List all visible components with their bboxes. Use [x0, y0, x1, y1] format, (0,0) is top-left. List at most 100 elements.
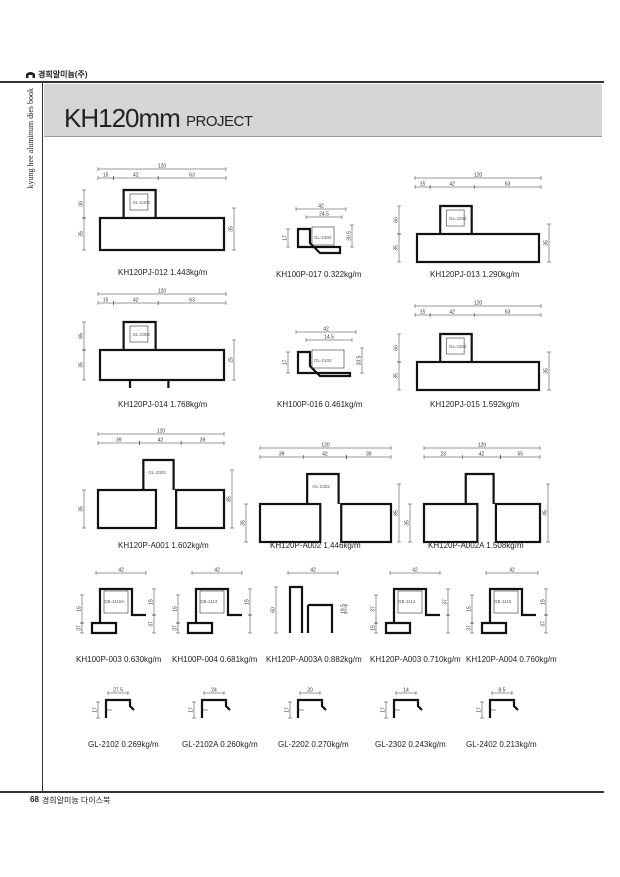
profile-glazing-leg — [439, 204, 473, 234]
brand-logo-icon — [26, 72, 35, 78]
gasket-outline — [199, 590, 225, 614]
gasket-caption: GL-2102 — [314, 358, 332, 363]
profile-label: KH100P-004 0.681kg/m — [172, 655, 258, 664]
profile-label: KH100P-003 0.630kg/m — [76, 655, 162, 664]
profile-frame-body — [98, 348, 226, 382]
dim-right-label: 85 — [394, 510, 400, 516]
sidebar-rule — [42, 83, 43, 791]
gasket-side-dim-label: 17 — [93, 707, 99, 713]
dim-left-top-label: 15 — [467, 606, 473, 612]
dim-width-label: 42 — [318, 204, 324, 210]
dim-right-top-label: 37 — [443, 599, 449, 605]
sash-section — [384, 587, 440, 635]
dim-right-top-label: 15 — [245, 599, 251, 605]
dim-left-top-label: 60 — [394, 345, 400, 351]
gasket-section — [392, 698, 423, 718]
dim-left-mid-label: 35 — [79, 231, 85, 237]
gasket-caption: GL-2402 — [133, 200, 151, 205]
sash-section — [186, 587, 242, 635]
dim-right-bottom-label: 37 — [149, 621, 155, 627]
dim-left-top-label: 85 — [79, 333, 85, 339]
profile-label: KH120PJ-012 1.443kg/m — [118, 268, 208, 277]
gasket-caption: GL-2302 — [148, 470, 166, 475]
gasket-side-dim-label: 17 — [189, 707, 195, 713]
gasket-outline — [103, 590, 129, 614]
dim-overall-label: 120 — [157, 429, 166, 435]
gasket-drawing: 27.5 17 — [93, 688, 135, 719]
profile-label: KH120P-A004 0.760kg/m — [466, 655, 557, 664]
brand-header: 경희알미늄(주) — [26, 69, 88, 80]
door-left-chamber — [422, 502, 479, 544]
gasket-caption: GB-1114 — [398, 599, 416, 604]
dim-left-bottom-label: 37 — [173, 625, 179, 631]
spine-text: kyung hee aluminum dies book — [26, 88, 35, 189]
dim-overall-label: 120 — [474, 301, 483, 307]
dim-c-label: 63 — [189, 173, 195, 179]
gasket-label: GL-2102A 0.260kg/m — [182, 740, 258, 749]
gasket-label: GL-2402 0.213kg/m — [466, 740, 537, 749]
page-number: 68 — [30, 795, 39, 804]
dim-c-label: 63 — [505, 182, 511, 188]
profile-section — [296, 350, 352, 378]
profile-label: KH120P-A002 1.446kg/m — [270, 541, 361, 550]
profile-bottom-leg — [128, 380, 170, 388]
profile-label: KH120PJ-014 1.768kg/m — [118, 400, 208, 409]
dim-right-label: 25 — [229, 357, 235, 363]
gasket-section — [200, 698, 231, 718]
dim-left-mid-label: 35 — [394, 373, 400, 379]
dim-b-label: 42 — [449, 310, 455, 316]
dim-right-bottom-label: 37 — [541, 621, 547, 627]
gasket-top-dim-label: 27.5 — [113, 688, 123, 694]
dim-b-label: 42 — [479, 452, 485, 458]
dim-left-top-label: 15 — [173, 606, 179, 612]
dim-b-label: 42 — [133, 173, 139, 179]
dim-width-label: 42 — [310, 568, 316, 574]
dim-left-label: 17 — [283, 360, 289, 366]
gasket-top-dim-label: 8.5 — [499, 688, 506, 694]
dim-right-label: 35 — [544, 240, 550, 246]
gasket-caption: GB-1113 — [200, 599, 218, 604]
gasket-side-dim-label: 17 — [285, 707, 291, 713]
dim-left-mid-label: 35 — [394, 245, 400, 251]
gasket-caption: GL-2402 — [449, 344, 467, 349]
dim-overall-label: 120 — [478, 443, 487, 449]
dim-b-label: 42 — [322, 452, 328, 458]
dim-overall-label: 120 — [321, 443, 330, 449]
profile-label: KH100P-017 0.322kg/m — [276, 270, 362, 279]
dim-b-label: 42 — [133, 298, 139, 304]
door-right-chamber — [175, 488, 226, 530]
dim-width-label: 42 — [412, 568, 418, 574]
gasket-section — [104, 698, 135, 718]
dim-left-label: 35 — [79, 506, 85, 512]
profile-frame-body — [98, 216, 226, 252]
dim-a-label: 15 — [103, 173, 109, 179]
dim-left-label: 35 — [241, 520, 247, 526]
brand-name: 경희알미늄(주) — [38, 70, 88, 79]
page-title: KH120mm — [64, 103, 181, 133]
gasket-outline — [493, 590, 519, 614]
top-rule — [0, 81, 604, 83]
gasket-label: GL-2102 0.269kg/m — [88, 740, 159, 749]
profile-label: KH120P-A002A 1.508kg/m — [428, 541, 524, 550]
dim-left-bottom-label: 37 — [467, 625, 473, 631]
dim-width-label: 42 — [509, 568, 515, 574]
profile-glazing-leg — [122, 188, 157, 218]
dim-b-label: 42 — [158, 438, 164, 444]
dim-width-label: 42 — [118, 568, 124, 574]
profile-label: KH120PJ-013 1.290kg/m — [430, 270, 520, 279]
spine-title: kyung hee aluminum dies book — [26, 88, 38, 248]
profile-label: KH120PJ-015 1.592kg/m — [430, 400, 520, 409]
door-glazing-leg — [142, 458, 175, 490]
page-footer: 68 경희알미늄 다이스북 — [30, 795, 110, 806]
profile-label: KH100P-016 0.461kg/m — [277, 400, 363, 409]
sash-section — [288, 585, 334, 633]
title-banner — [44, 84, 602, 137]
page-subtitle: PROJECT — [186, 113, 253, 130]
